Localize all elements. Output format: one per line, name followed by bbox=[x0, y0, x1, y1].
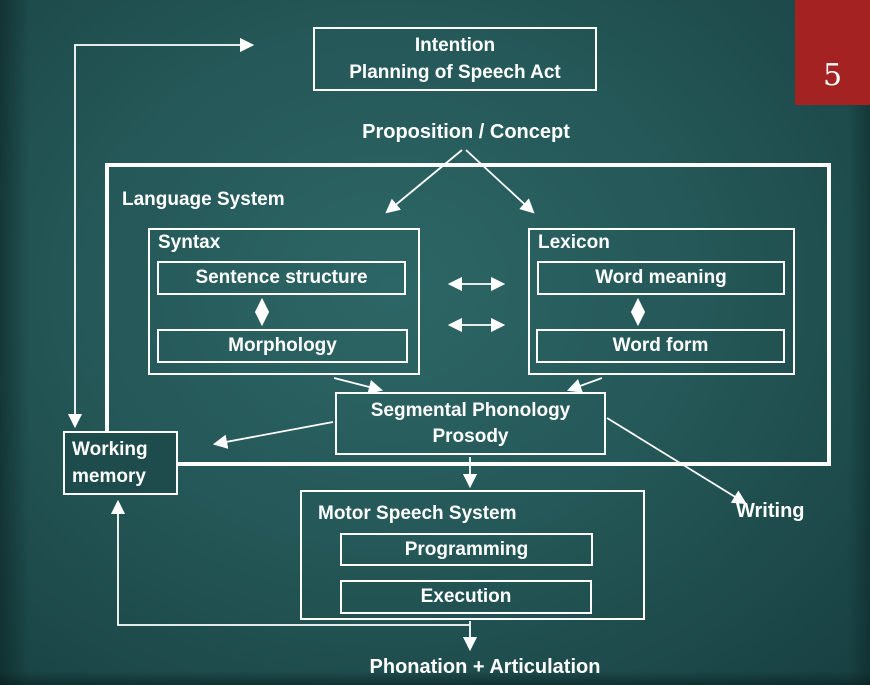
working-memory-box: Working memory bbox=[63, 431, 178, 495]
intention-box: Intention Planning of Speech Act bbox=[313, 27, 597, 91]
intention-line2: Planning of Speech Act bbox=[349, 62, 561, 83]
phonation-articulation-label: Phonation + Articulation bbox=[369, 656, 601, 678]
programming-box: Programming bbox=[340, 533, 593, 566]
working-memory-line1: Working bbox=[72, 439, 148, 460]
lexicon-box bbox=[528, 228, 795, 375]
lexicon-label: Lexicon bbox=[538, 232, 610, 253]
sentence-structure-box: Sentence structure bbox=[157, 261, 406, 295]
segmental-line1: Segmental Phonology bbox=[370, 399, 571, 421]
motor-speech-system-label: Motor Speech System bbox=[318, 503, 517, 524]
page-number-tab: 5 bbox=[795, 0, 870, 105]
word-meaning-box: Word meaning bbox=[537, 261, 785, 295]
segmental-phonology-box: Segmental Phonology Prosody bbox=[335, 392, 606, 455]
syntax-label: Syntax bbox=[158, 232, 221, 253]
segmental-line2: Prosody bbox=[432, 425, 509, 447]
page-number: 5 bbox=[822, 58, 843, 93]
word-form-box: Word form bbox=[536, 329, 785, 363]
execution-box: Execution bbox=[340, 580, 592, 614]
working-memory-line2: memory bbox=[72, 466, 146, 487]
writing-label: Writing bbox=[736, 500, 805, 522]
intention-line1: Intention bbox=[414, 35, 496, 56]
morphology-box: Morphology bbox=[157, 329, 408, 363]
language-system-label: Language System bbox=[122, 189, 285, 210]
proposition-label: Proposition / Concept bbox=[362, 121, 570, 143]
